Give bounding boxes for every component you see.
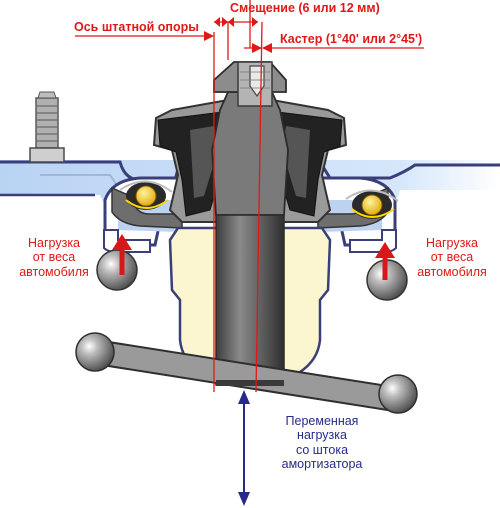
load-left-line-1: Нагрузка	[27, 236, 81, 250]
mount-stud-icon	[29, 91, 65, 163]
rod-roller-icon	[75, 332, 418, 414]
bearing-ball-icon	[119, 180, 173, 210]
load-left-line-3: автомобиля	[19, 264, 89, 279]
load-label-right: Нагрузка от веса автомобиля	[404, 236, 500, 279]
caster-axis-line	[255, 21, 263, 393]
caster-label: Кастер (1°40' или 2°45')	[280, 32, 423, 46]
axis-label: Ось штатной опоры	[74, 20, 199, 34]
variable-load-line-2: нагрузка	[297, 428, 347, 443]
load-right-line-1: Нагрузка	[425, 236, 479, 250]
variable-load-line-3: со штока	[295, 442, 349, 457]
load-left-line-2: от веса	[32, 250, 76, 265]
load-right-line-2: от веса	[430, 250, 474, 265]
variable-load-line-1: Переменная	[285, 414, 359, 428]
piston-rod	[215, 214, 285, 386]
variable-load-arrow	[238, 390, 250, 506]
offset-label: Смещение (6 или 12 мм)	[230, 1, 380, 15]
load-arrow-icon	[375, 242, 395, 280]
variable-load-label: Переменная нагрузка со штока амортизатор…	[262, 414, 382, 472]
inner-sleeve	[211, 91, 289, 216]
load-arrow-icon	[112, 234, 132, 275]
variable-load-line-4: амортизатора	[281, 457, 363, 472]
load-right-line-3: автомобиля	[417, 264, 487, 279]
bearing-ball-icon	[345, 189, 399, 219]
load-label-left: Нагрузка от веса автомобиля	[4, 236, 104, 279]
